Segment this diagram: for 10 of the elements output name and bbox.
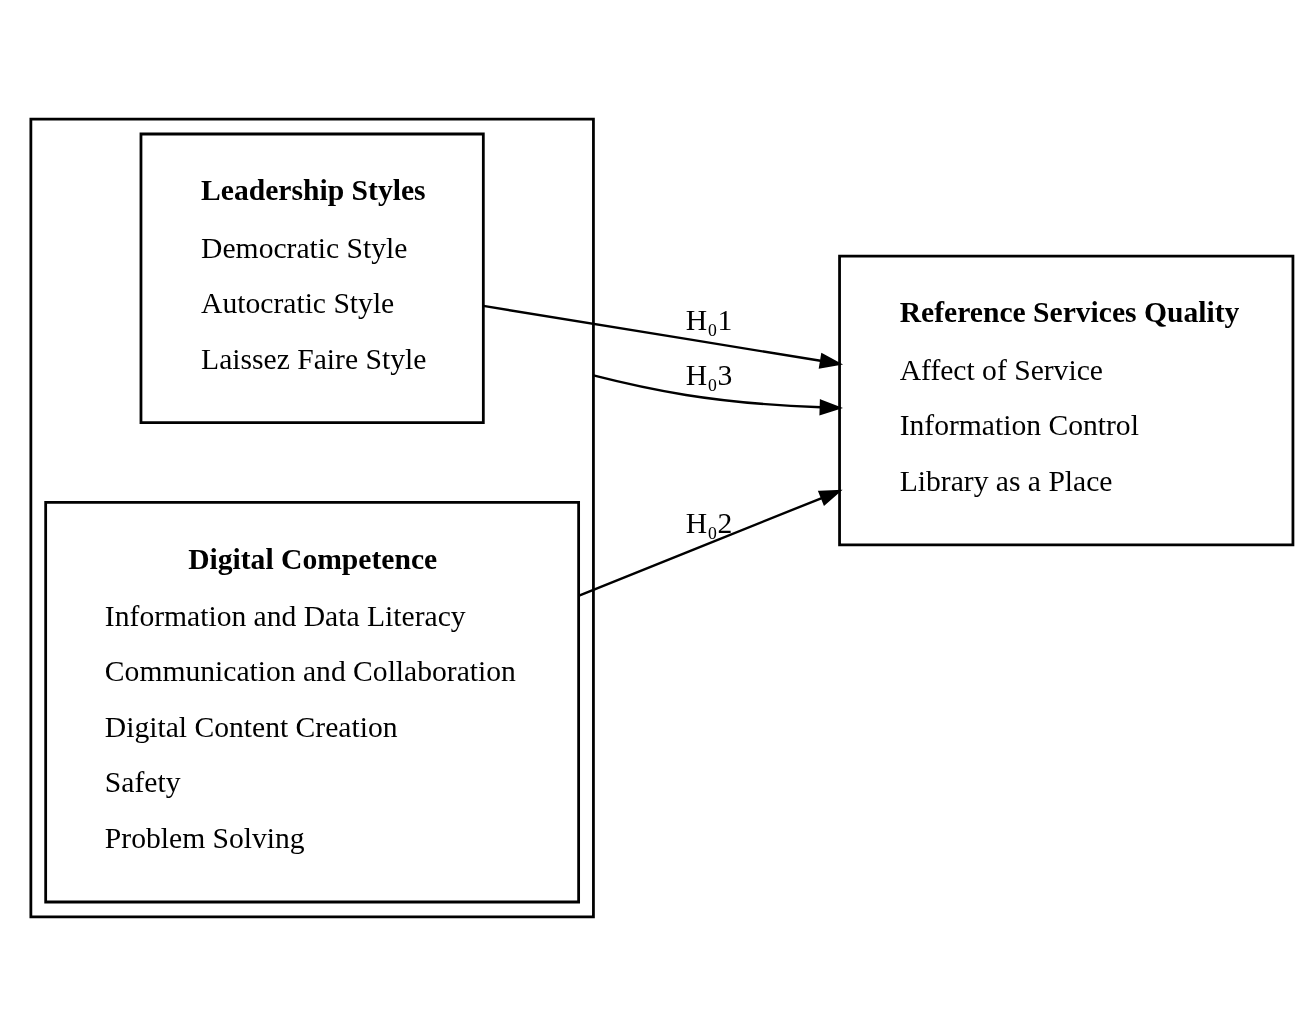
- cluster: [29, 117, 595, 919]
- arrow: [578, 489, 843, 597]
- node-box: Leadership Styles Democratic Style Autocratic Style Laissez Faire Style: [139, 132, 485, 425]
- arrow: [593, 374, 843, 416]
- node-box: Digital Competence Information and Data Literacy Communication and Collaboration Digital Content Creation Safety Problem Solving: [44, 500, 580, 904]
- edge-label: H₀1: [685, 303, 733, 336]
- edge-label: H₀2: [685, 507, 733, 540]
- arrow: [483, 304, 844, 369]
- node-box: Reference Services Quality Affect of Service Information Control Library as a Place: [838, 254, 1295, 547]
- edge-label: H₀3: [685, 359, 733, 392]
